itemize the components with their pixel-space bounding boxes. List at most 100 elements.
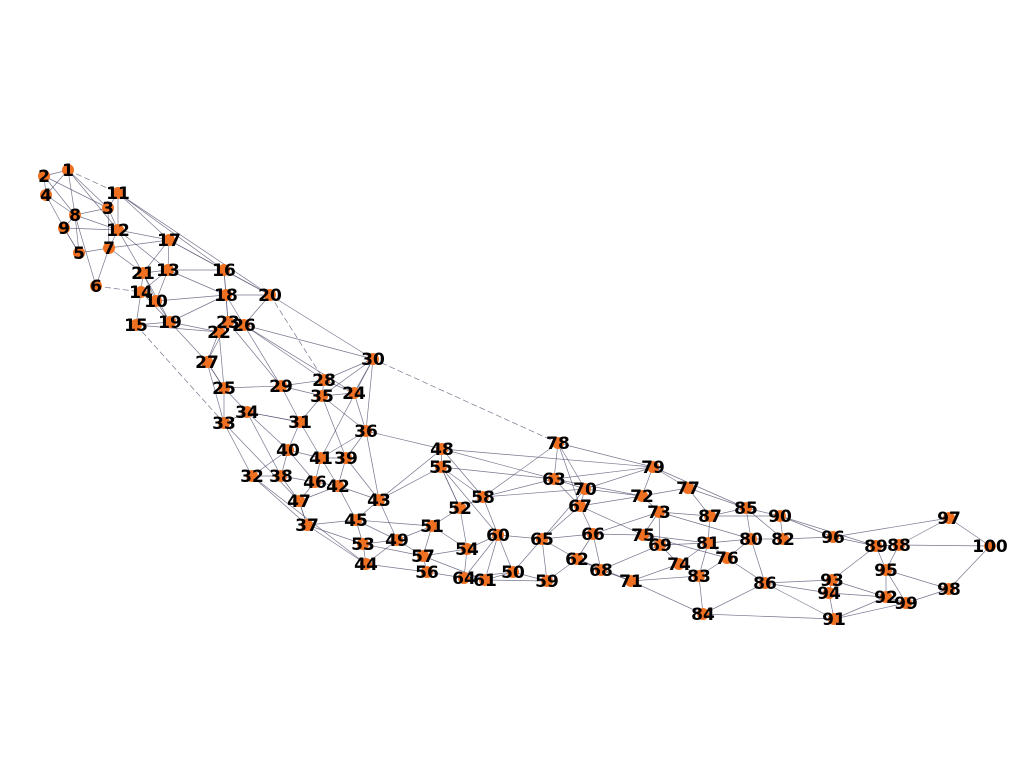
edge-29-31 — [280, 385, 301, 423]
node-marker — [654, 539, 666, 551]
edge-45-49 — [355, 519, 398, 541]
node-79: 79 — [641, 458, 665, 478]
node-label: 68 — [589, 561, 613, 581]
edge-11-16 — [117, 192, 225, 271]
node-label: 60 — [486, 526, 510, 546]
node-label: 22 — [207, 323, 231, 343]
edge-86-93 — [764, 579, 833, 584]
edge-88-100 — [898, 544, 991, 547]
node-marker — [943, 512, 955, 524]
node-label: 89 — [864, 537, 888, 557]
edge-7-17 — [108, 239, 170, 249]
node-marker — [282, 444, 294, 456]
node-label: 82 — [771, 530, 795, 550]
node-label: 83 — [687, 567, 711, 587]
node-label: 53 — [351, 535, 375, 555]
node-96: 96 — [821, 528, 845, 548]
node-52: 52 — [448, 499, 472, 519]
edge-37-44 — [306, 524, 367, 565]
node-70: 70 — [573, 480, 597, 500]
node-label: 10 — [144, 292, 168, 312]
node-label: 54 — [455, 540, 479, 560]
edge-64-50 — [463, 571, 514, 579]
edge-19-27 — [169, 321, 208, 363]
edge-95-98 — [885, 569, 950, 590]
edge-88-97 — [898, 517, 950, 546]
node-label: 33 — [212, 414, 236, 434]
node-label: 15 — [124, 316, 148, 336]
node-15: 15 — [124, 316, 148, 336]
node-marker — [682, 482, 694, 494]
node-39: 39 — [334, 449, 358, 469]
node-38: 38 — [269, 467, 293, 487]
node-27: 27 — [195, 353, 219, 373]
node-marker — [391, 534, 403, 546]
edge-59-61 — [484, 579, 548, 582]
node-label: 58 — [471, 488, 495, 508]
node-label: 61 — [473, 571, 497, 591]
node-80: 80 — [739, 530, 763, 550]
node-marker — [103, 242, 115, 254]
node-marker — [309, 476, 321, 488]
graph-nodes: 1234567891011121314151617181920212223242… — [38, 161, 1008, 630]
node-label: 3 — [102, 199, 114, 219]
node-label: 74 — [667, 555, 691, 575]
edge-26-24 — [243, 324, 355, 394]
edge-1-3 — [67, 169, 109, 209]
node-marker — [238, 319, 250, 331]
edge-1-11 — [67, 169, 119, 194]
edge-85-87 — [709, 507, 747, 517]
node-label: 84 — [691, 605, 715, 625]
edge-67-75 — [579, 505, 644, 536]
node-label: 31 — [288, 413, 312, 433]
edge-96-97 — [832, 517, 950, 538]
edge-48-58 — [441, 448, 484, 498]
node-label: 38 — [269, 467, 293, 487]
node-label: 36 — [354, 422, 378, 442]
edge-60-61 — [484, 534, 499, 581]
edge-23-27 — [206, 321, 229, 363]
edge-30-35 — [321, 358, 374, 397]
edge-30-78 — [372, 358, 559, 444]
edge-55-52 — [440, 466, 461, 509]
node-marker — [759, 577, 771, 589]
edge-26-29 — [243, 324, 282, 387]
edge-79-85 — [652, 466, 747, 509]
edge-28-30 — [323, 358, 374, 381]
edge-53-57 — [362, 543, 424, 557]
node-marker — [880, 591, 892, 603]
node-marker — [536, 533, 548, 545]
node-label: 55 — [429, 458, 453, 478]
node-marker — [870, 540, 882, 552]
node-marker — [417, 550, 429, 562]
edge-65-67 — [541, 505, 581, 540]
edge-6-7 — [95, 247, 110, 287]
node-label: 11 — [106, 184, 130, 204]
edge-63-72 — [553, 478, 643, 497]
node-label: 43 — [367, 491, 391, 511]
node-label: 100 — [972, 537, 1008, 557]
node-68: 68 — [589, 561, 613, 581]
node-21: 21 — [131, 264, 155, 284]
node-marker — [357, 538, 369, 550]
edge-14-19 — [140, 291, 171, 323]
node-label: 65 — [530, 530, 554, 550]
edge-55-58 — [440, 466, 484, 498]
node-label: 67 — [568, 497, 592, 517]
edge-51-54 — [431, 525, 468, 550]
node-marker — [777, 533, 789, 545]
node-label: 5 — [73, 244, 85, 264]
node-marker — [275, 380, 287, 392]
edge-55-63 — [440, 466, 555, 480]
node-marker — [704, 510, 716, 522]
edge-12-21 — [117, 229, 144, 274]
node-14: 14 — [129, 283, 153, 303]
node-35: 35 — [310, 387, 334, 407]
edge-86-91 — [764, 582, 835, 620]
edge-4-9 — [45, 194, 65, 229]
node-marker — [571, 553, 583, 565]
edge-9-12 — [63, 227, 119, 231]
node-label: 2 — [38, 167, 50, 187]
node-label: 57 — [411, 547, 435, 567]
edge-45-42 — [337, 485, 357, 521]
